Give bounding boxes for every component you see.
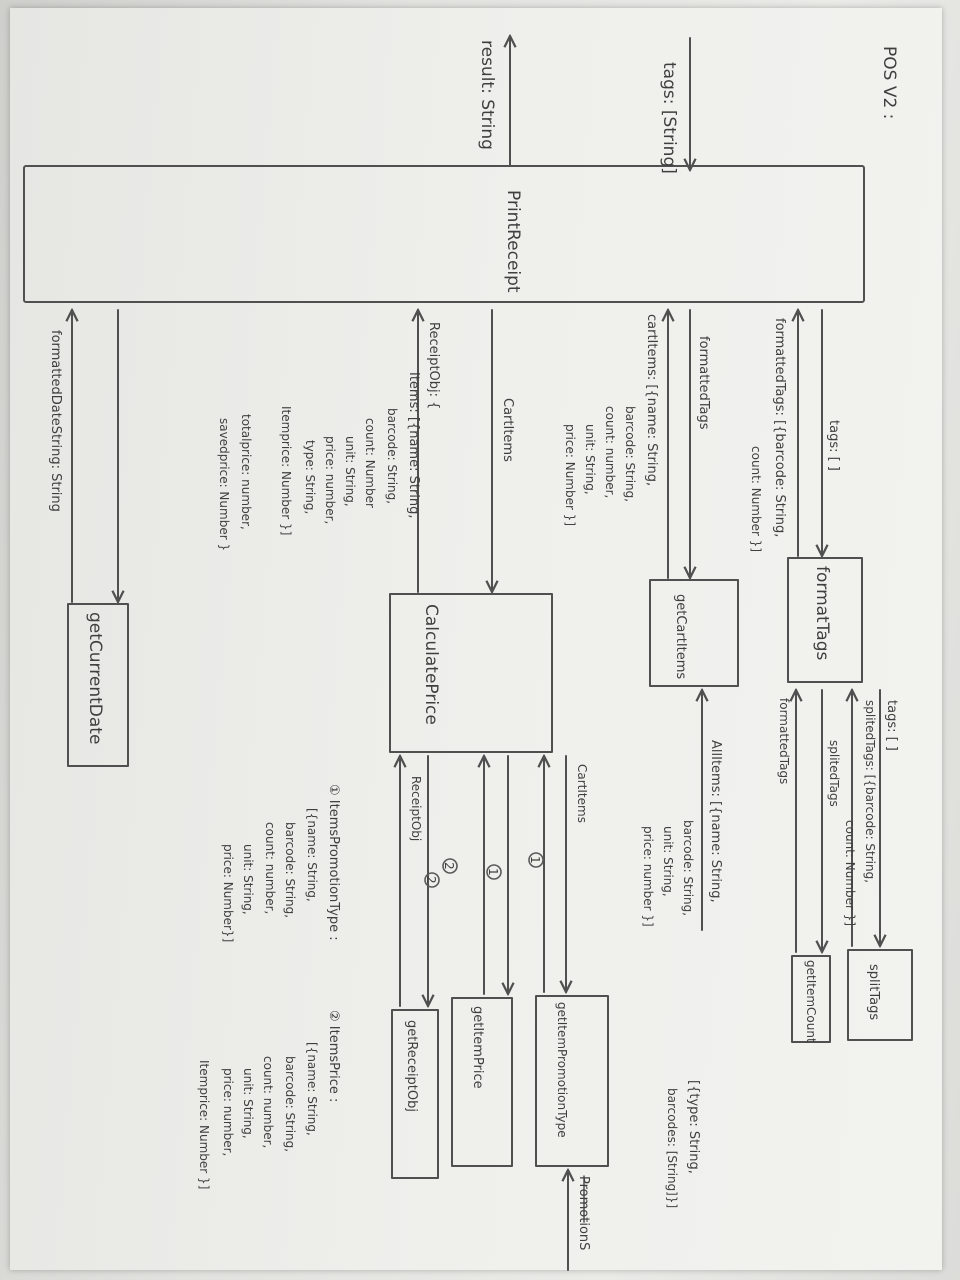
label-pr-calc-out-3: barcode: String, <box>385 408 399 504</box>
print-receipt-label: PrintReceipt <box>503 190 523 293</box>
split-tags-box: splitTags <box>847 949 913 1041</box>
label-promotions: PromotionS <box>576 1176 591 1250</box>
label-promo-type-6: price: Number}] <box>221 844 235 942</box>
label-ft-split-out-2: count: Number }] <box>843 820 857 926</box>
label-items-price-3: barcode: String, <box>283 1056 297 1152</box>
label-pr-cart-out-2: barcode: String, <box>623 406 637 502</box>
label-ft-count-in: splitedTags <box>827 740 841 807</box>
format-tags-box: formatTags <box>787 557 863 683</box>
get-current-date-label: getCurrentDate <box>85 612 105 744</box>
marker-circle-2 <box>486 864 502 880</box>
marker-2-text: 2 <box>442 862 456 870</box>
paper-sheet <box>10 8 942 1270</box>
split-tags-label: splitTags <box>866 964 881 1020</box>
marker-circle-3 <box>442 858 458 874</box>
label-items-price-5: unit: String, <box>241 1068 255 1139</box>
label-all-items-4: price: number }] <box>641 826 655 927</box>
get-cart-items-label: getCartItems <box>673 594 688 679</box>
input-label: tags: [String] <box>659 62 679 174</box>
label-promo-type-5: unit: String, <box>241 844 255 915</box>
label-cp-cart-items: CartItems <box>575 764 589 823</box>
label-pr-calc-out-2: Items: [{name: String, <box>406 372 421 519</box>
label-promo-type-1: ① ItemsPromotionType : <box>326 784 341 941</box>
label-items-price-6: price: number, <box>221 1068 235 1156</box>
label-pr-calc-out-10: savedprice: Number } <box>217 418 231 551</box>
get-item-price-box: getItemPrice <box>451 997 513 1167</box>
label-pr-calc-out-5: unit: String, <box>343 436 357 507</box>
label-items-price-7: Itemprice: Number }] <box>197 1060 211 1189</box>
marker-1b-text: 1 <box>486 868 500 876</box>
label-promo-type-4: count: number, <box>263 822 277 914</box>
label-pr-calc-in: CartItems <box>500 398 515 462</box>
label-pr-cart-out-3: count: number, <box>603 406 617 498</box>
label-ft-split-in: tags: [ ] <box>884 700 899 751</box>
label-pr-calc-out-9: totalprice: number, <box>239 414 253 530</box>
calculate-price-label: CalculatePrice <box>421 604 441 725</box>
label-all-items-1: AllItems: [{name: String, <box>708 740 723 903</box>
get-item-promotion-type-label: getItemPromotionType <box>555 1002 569 1138</box>
label-all-items-3: unit: String, <box>661 826 675 897</box>
label-pr-cart-out-4: unit: String, <box>583 424 597 495</box>
label-pr-cart-in: formattedTags <box>696 336 711 430</box>
label-pr-format-tags-out-1: formattedTags: [{barcode: String, <box>772 318 787 537</box>
label-ft-count-out: formattedTags <box>777 698 791 784</box>
label-ft-split-out-1: splitedTags: [{barcode: String, <box>863 700 877 883</box>
calculate-price-box: CalculatePrice <box>389 593 553 753</box>
get-receipt-obj-label: getReceiptObj <box>404 1020 419 1112</box>
get-receipt-obj-box: getReceiptObj <box>391 1009 439 1179</box>
get-current-date-box: getCurrentDate <box>67 603 129 767</box>
format-tags-label: formatTags <box>812 566 832 660</box>
get-item-count-label: getItemCount <box>804 960 818 1043</box>
marker-circle-1 <box>528 852 544 868</box>
label-all-items-2: barcode: String, <box>681 820 695 916</box>
diagram-title: POS V2 : <box>879 46 899 119</box>
label-items-price-4: count: number, <box>261 1056 275 1148</box>
marker-1-text: 1 <box>528 856 542 864</box>
get-item-count-box: getItemCount <box>791 955 831 1043</box>
get-item-price-label: getItemPrice <box>470 1006 485 1089</box>
label-pr-format-tags-in: tags: [ ] <box>826 420 841 471</box>
label-pr-calc-out-4: count: Number <box>363 418 377 508</box>
label-pr-calc-out-8: Itemprice: Number }] <box>279 406 293 535</box>
label-items-price-2: [{name: String, <box>305 1042 319 1136</box>
print-receipt-box: PrintReceipt <box>23 165 865 303</box>
get-item-promotion-type-box: getItemPromotionType <box>535 995 609 1167</box>
marker-circle-4 <box>424 872 440 888</box>
label-pr-format-tags-out-2: count: Number }] <box>749 446 763 552</box>
label-promo-type-3: barcode: String, <box>283 822 297 918</box>
label-pr-calc-out-1: ReceiptObj: { <box>426 322 441 409</box>
marker-2b-text: 2 <box>424 876 438 884</box>
label-promo-2: barcodes: [String]}] <box>665 1088 679 1208</box>
label-cp-receipt-obj: ReceiptObj <box>409 776 423 841</box>
get-cart-items-box: getCartItems <box>649 579 739 687</box>
label-items-price-1: ② ItemsPrice : <box>326 1010 341 1102</box>
label-promo-1: [{type: String, <box>686 1080 701 1174</box>
output-label: result: String <box>477 40 497 150</box>
label-pr-date-out: formattedDateString: String <box>48 330 63 512</box>
label-pr-calc-out-6: price: number, <box>323 436 337 524</box>
label-pr-cart-out-1: cartItems: [{name: String, <box>644 314 659 486</box>
label-pr-cart-out-5: price: Number }] <box>563 424 577 526</box>
label-promo-type-2: [{name: String, <box>305 808 319 902</box>
label-pr-calc-out-7: type: String, <box>303 440 317 514</box>
